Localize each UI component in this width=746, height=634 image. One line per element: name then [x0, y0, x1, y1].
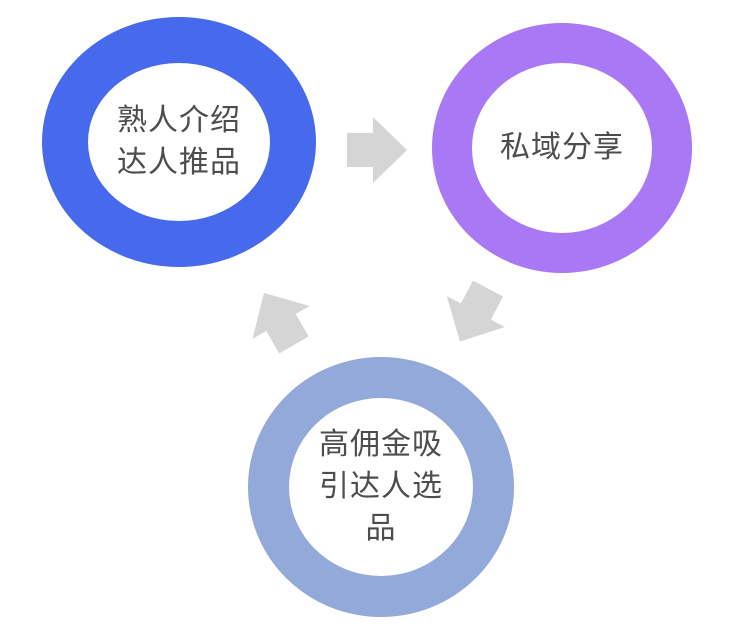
arrow-right-icon [347, 117, 407, 183]
node-high-commission-ring: 高佣金吸 引达人选 品 [248, 357, 514, 617]
node-private-domain-ring: 私域分享 [432, 23, 692, 273]
node-high-commission-line: 高佣金吸 [319, 428, 443, 461]
arrow-down-left-icon [431, 273, 517, 357]
node-private-domain-label: 私域分享 [500, 127, 624, 169]
node-high-commission-line: 品 [365, 512, 397, 545]
node-private-domain-line: 私域分享 [500, 131, 624, 164]
node-referral-line: 熟人介绍 [117, 104, 241, 137]
node-referral-label: 熟人介绍 达人推品 [117, 100, 241, 184]
node-referral-ring: 熟人介绍 达人推品 [42, 17, 316, 267]
node-high-commission-label: 高佣金吸 引达人选 品 [319, 424, 443, 550]
node-referral-line: 达人推品 [117, 146, 241, 179]
node-high-commission-line: 引达人选 [319, 470, 443, 503]
arrow-up-left-icon [235, 277, 322, 362]
